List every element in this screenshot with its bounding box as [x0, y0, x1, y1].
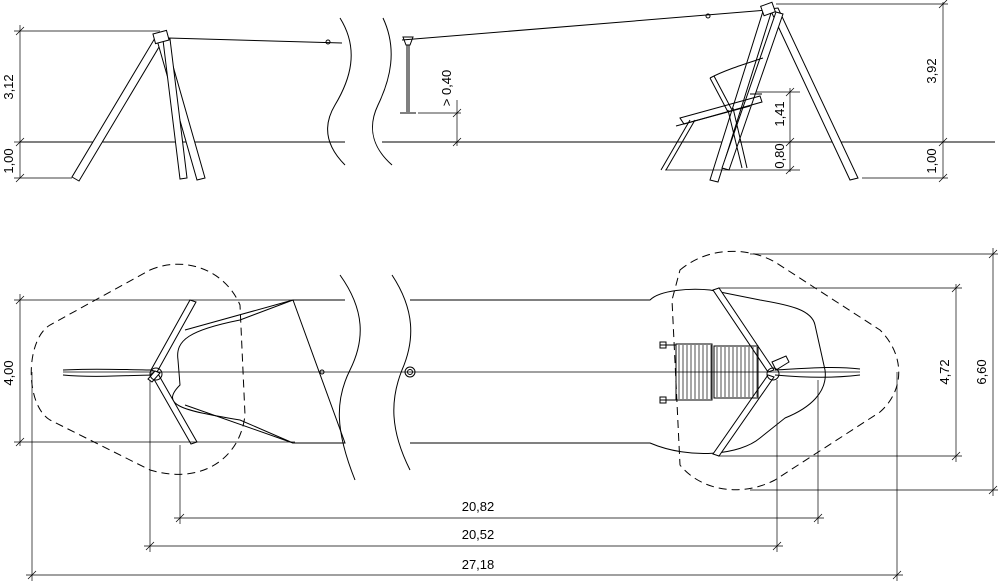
dim-label-side-height-right: 3,92 — [924, 58, 939, 83]
safety-zone-left — [30, 263, 246, 475]
cable-right-segment — [401, 9, 769, 41]
plan-cable-marker — [319, 369, 325, 375]
dim-handle-clearance — [418, 100, 462, 147]
dim-label-length-total: 27,18 — [462, 557, 495, 572]
right-a-frame — [709, 1, 859, 183]
platform-plan — [659, 341, 759, 404]
dim-plan-width-left — [14, 294, 295, 447]
dim-left-heights — [14, 25, 160, 183]
safety-zone-right — [671, 250, 900, 491]
dim-length-a — [174, 380, 824, 524]
dim-label-plan-width-inner: 4,72 — [937, 359, 952, 384]
dim-plan-width-inner — [718, 283, 962, 462]
left-frame-plan — [147, 299, 198, 445]
right-frame-plan — [712, 287, 790, 457]
cable-marker-right — [705, 13, 711, 19]
start-platform — [660, 57, 764, 171]
dim-label-length-a: 20,82 — [462, 499, 495, 514]
dim-label-platform-height: 1,41 — [772, 101, 787, 126]
dim-right-heights — [776, 0, 948, 183]
dim-label-side-base-left: 1,00 — [1, 148, 16, 173]
dim-label-handle-clearance: > 0,40 — [439, 70, 454, 107]
trolley-handle — [400, 36, 416, 114]
dim-length-total — [26, 372, 903, 581]
break-line-plan-1 — [338, 274, 361, 481]
dim-label-side-base-right: 1,00 — [924, 148, 939, 173]
cable-left-segment — [167, 37, 343, 44]
dim-label-side-height-left: 3,12 — [1, 74, 16, 99]
dim-platform-heights — [665, 87, 800, 175]
dim-label-length-b: 20,52 — [462, 527, 495, 542]
break-line-plan-2 — [391, 274, 412, 471]
dim-label-platform-base: 0,80 — [772, 143, 787, 168]
dim-plan-width-outer — [750, 248, 998, 496]
plan-view: 4,00 4,72 6,60 20,82 — [1, 248, 998, 581]
cable-marker-left — [325, 39, 331, 45]
dim-label-plan-width-left: 4,00 — [1, 360, 16, 385]
dim-length-b — [144, 380, 783, 552]
left-a-frame — [71, 29, 206, 182]
impact-zone-outline — [172, 288, 826, 454]
side-elevation: 3,12 1,00 > 0,40 1,41 0,80 — [1, 0, 995, 183]
dim-label-plan-width-outer: 6,60 — [974, 359, 989, 384]
break-line-side-2 — [372, 17, 393, 166]
plan-trolley — [404, 366, 416, 378]
break-line-side-1 — [327, 17, 352, 166]
